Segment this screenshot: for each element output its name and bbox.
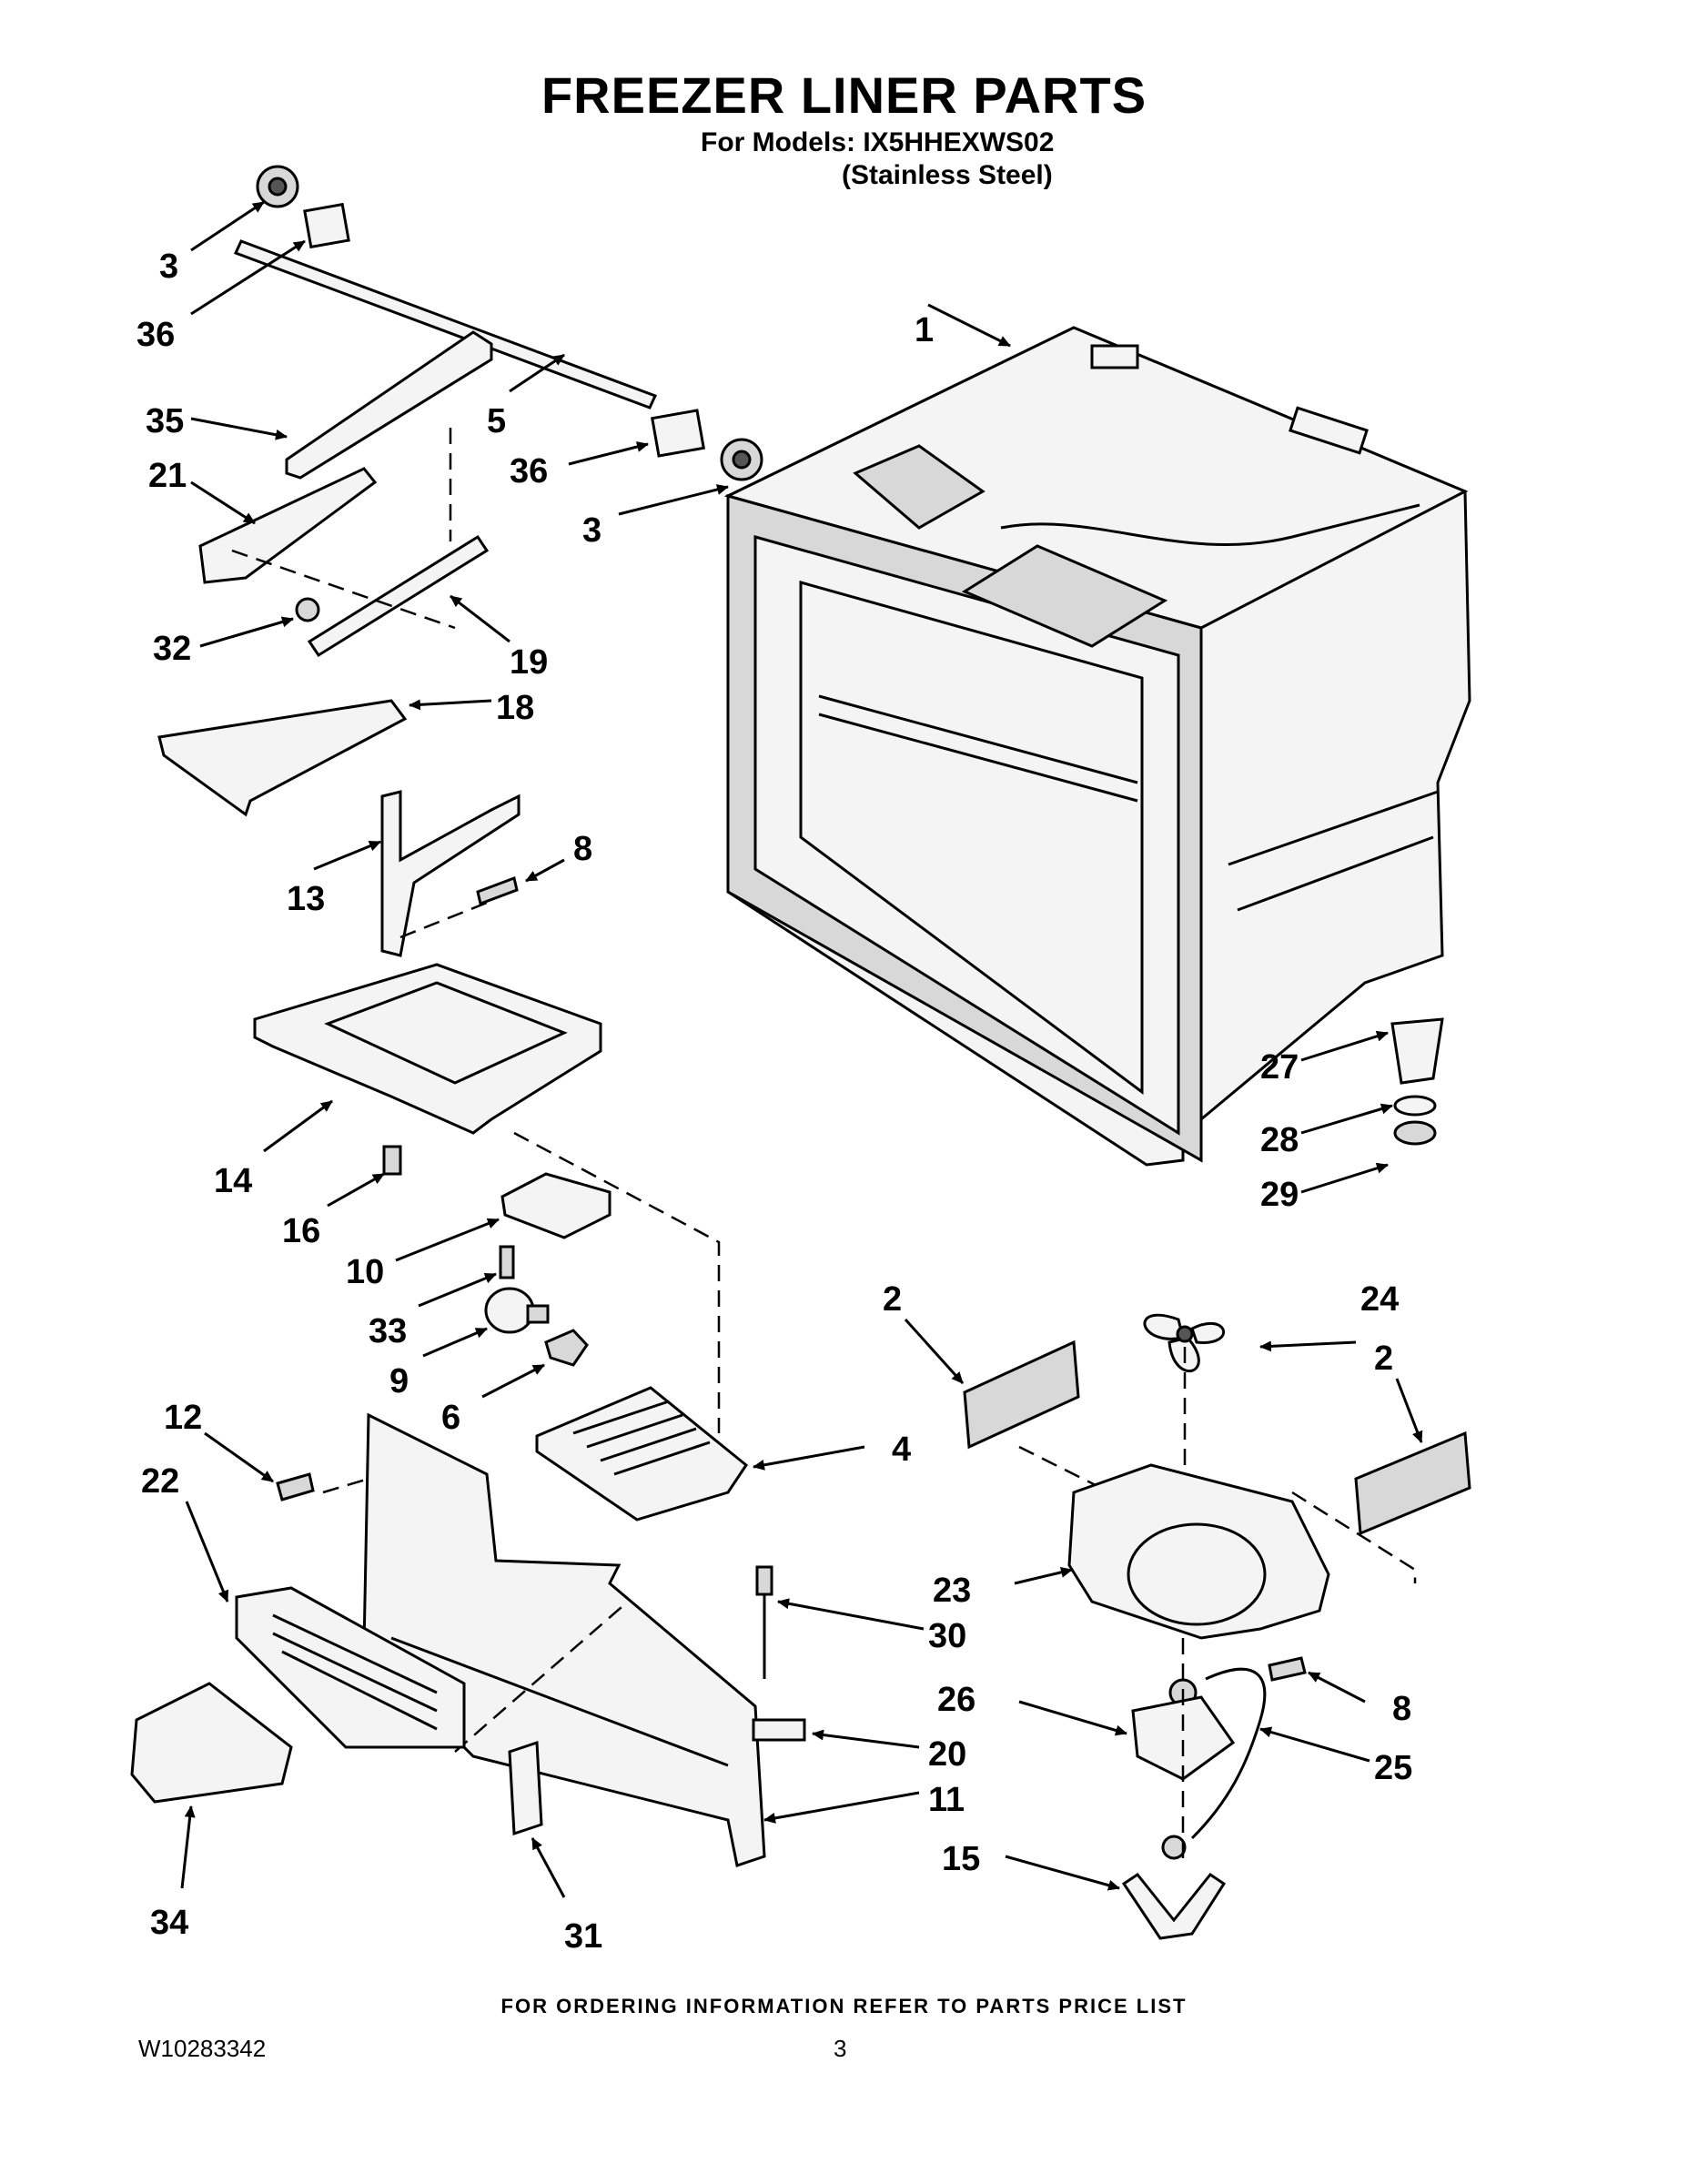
screw-12 — [276, 1472, 315, 1502]
callout-10: 10 — [346, 1253, 384, 1291]
finish-line: (Stainless Steel) — [842, 160, 1053, 190]
callout-31: 31 — [564, 1917, 602, 1956]
callout-28: 28 — [1260, 1121, 1299, 1159]
callout-34: 34 — [150, 1904, 188, 1942]
callout-32: 32 — [153, 630, 191, 668]
callout-2-left: 2 — [883, 1280, 902, 1319]
callout-11: 11 — [928, 1781, 965, 1819]
callout-8-left: 8 — [573, 830, 592, 868]
rail-19 — [307, 534, 490, 658]
page-title: FREEZER LINER PARTS — [541, 66, 1147, 124]
callout-36-top: 36 — [136, 316, 175, 354]
gear-mid — [720, 438, 763, 481]
callout-4: 4 — [892, 1431, 911, 1469]
bracket-36-top — [303, 202, 350, 249]
bracket-36-mid — [650, 409, 706, 458]
rail-18 — [157, 699, 408, 817]
screw-33 — [499, 1245, 515, 1279]
callout-23: 23 — [933, 1572, 971, 1610]
callout-18: 18 — [496, 689, 534, 727]
page-number: 3 — [834, 2035, 847, 2062]
callout-3-top: 3 — [159, 248, 178, 286]
callout-21: 21 — [148, 457, 187, 495]
callout-35: 35 — [146, 402, 184, 440]
foam-block-2-right — [1354, 1431, 1471, 1536]
rail-35 — [285, 330, 493, 480]
callout-27: 27 — [1260, 1048, 1299, 1087]
callout-20: 20 — [928, 1735, 966, 1774]
grille-22 — [235, 1586, 466, 1749]
callout-19: 19 — [510, 643, 548, 682]
callout-5: 5 — [487, 402, 506, 440]
callout-29: 29 — [1260, 1176, 1299, 1214]
motor-26 — [1131, 1678, 1236, 1781]
callout-2-right: 2 — [1374, 1340, 1393, 1378]
callout-3-mid: 3 — [582, 511, 601, 550]
tray-14 — [253, 963, 602, 1135]
callout-6: 6 — [441, 1399, 460, 1437]
callout-36-mid: 36 — [510, 452, 548, 490]
models-line: For Models: IX5HHEXWS02 — [701, 127, 1055, 157]
document-number: W10283342 — [138, 2035, 267, 2062]
cap-27 — [1390, 1017, 1444, 1085]
cover-34 — [130, 1682, 293, 1804]
callout-26: 26 — [937, 1681, 975, 1719]
ring-28 — [1393, 1095, 1437, 1117]
callout-12: 12 — [164, 1399, 202, 1437]
rod-5 — [233, 239, 658, 410]
callout-30: 30 — [928, 1617, 966, 1655]
freezer-liner — [723, 326, 1471, 1167]
harness-25 — [1190, 1667, 1267, 1840]
gasket-20 — [752, 1718, 806, 1742]
callout-13: 13 — [287, 880, 325, 918]
lamp-cover-10 — [500, 1172, 612, 1239]
clip-31 — [508, 1740, 543, 1836]
callout-9: 9 — [389, 1362, 409, 1400]
screw-8-right — [1268, 1656, 1307, 1682]
bulb-9 — [484, 1287, 550, 1334]
grille-tray-4 — [535, 1386, 749, 1522]
callout-15: 15 — [942, 1840, 980, 1878]
gear-top — [256, 165, 299, 208]
screw-8-left — [476, 875, 519, 906]
fan-shroud-23 — [1067, 1463, 1330, 1640]
sensor-30 — [755, 1565, 773, 1679]
bracket-15 — [1121, 1872, 1227, 1940]
foam-block-2-left — [963, 1340, 1080, 1450]
bracket-13 — [380, 790, 521, 957]
socket-6 — [544, 1329, 589, 1367]
callout-8-right: 8 — [1392, 1690, 1411, 1728]
callout-25: 25 — [1374, 1749, 1412, 1787]
callout-1: 1 — [915, 311, 934, 349]
ordering-note: FOR ORDERING INFORMATION REFER TO PARTS … — [500, 1995, 1188, 2017]
callout-14: 14 — [214, 1162, 252, 1200]
leader-arrows — [180, 200, 1423, 1898]
callout-24: 24 — [1360, 1280, 1399, 1319]
washer-29 — [1393, 1120, 1437, 1146]
callout-33: 33 — [369, 1312, 407, 1350]
callout-16: 16 — [282, 1212, 320, 1250]
callout-22: 22 — [141, 1462, 179, 1501]
switch-16 — [382, 1145, 402, 1176]
screw-32 — [295, 597, 320, 622]
rail-21 — [198, 467, 378, 584]
